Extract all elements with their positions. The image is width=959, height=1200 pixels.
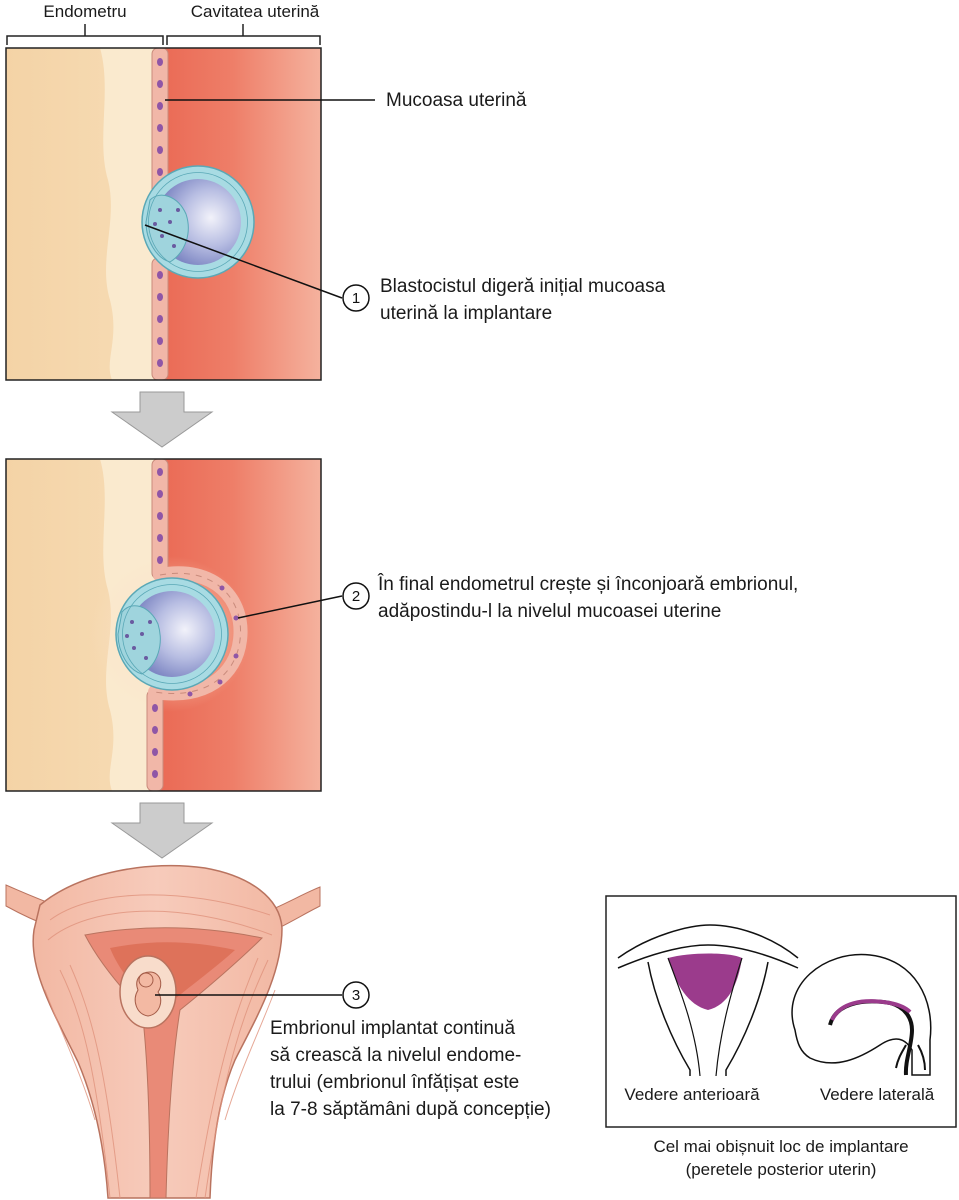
panel-1-implantation-start (6, 48, 321, 380)
step-1-marker (342, 284, 370, 312)
uterine-mucosa-cells (151, 48, 169, 380)
down-arrow-1 (110, 391, 214, 448)
step-2-marker (342, 582, 370, 610)
step-1-text-line-2: uterină la implantare (380, 303, 552, 324)
anterior-view-label: Vedere anterioară (624, 1085, 760, 1104)
step-3-text-line-3: trului (embrionul înfățișat este (270, 1072, 519, 1093)
uterus-illustration (5, 864, 321, 1199)
step-3-number: 3 (352, 987, 360, 1004)
mucosa-label: Mucoasa uterină (386, 90, 527, 111)
anterior-view-diagram (617, 924, 799, 1077)
step-2-text-line-1: În final endometrul crește și înconjoară… (377, 573, 798, 595)
step-3-text-line-2: să crească la nivelul endome- (270, 1045, 521, 1066)
step-1-number: 1 (352, 290, 360, 307)
step-1-text-line-1: Blastocistul digeră inițial mucoasa (380, 276, 666, 297)
uterine-cavity-label: Cavitatea uterină (191, 2, 320, 21)
step-2-leader-line (237, 595, 343, 619)
lateral-view-diagram (791, 953, 932, 1076)
step-3-text-line-1: Embrionul implantat continuă (270, 1018, 515, 1039)
step-2-text-line-2: adăpostindu-l la nivelul mucoasei uterin… (378, 601, 721, 622)
embedded-blastocyst (115, 577, 229, 691)
step-2-number: 2 (352, 588, 360, 605)
step-1-leader-line (144, 224, 343, 299)
panel-2-frame (5, 458, 322, 792)
lateral-view-label: Vedere laterală (820, 1085, 935, 1104)
panel-1-frame (5, 47, 322, 381)
header-brackets (6, 24, 321, 45)
step-3-text-line-4: la 7-8 săptămâni după concepție) (270, 1099, 551, 1120)
down-arrow-2 (110, 802, 214, 859)
inset-caption-line-2: (peretele posterior uterin) (686, 1160, 877, 1179)
blastocyst (141, 165, 255, 279)
uterine-mucosa-cells-2 (146, 459, 248, 791)
inset-caption-line-1: Cel mai obișnuit loc de implantare (653, 1137, 908, 1156)
panel-2-endometrium-surrounds (6, 459, 321, 791)
step-3-marker (342, 981, 370, 1009)
endometrium-label: Endometru (43, 2, 126, 21)
